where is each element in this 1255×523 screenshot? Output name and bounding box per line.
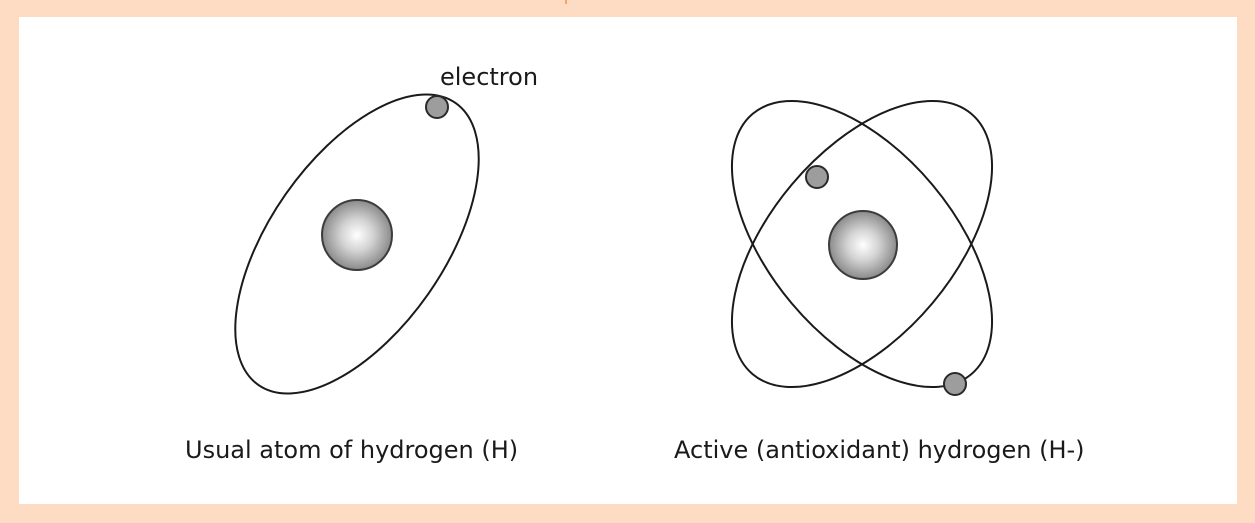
electron-label: electron (440, 63, 538, 91)
nucleus (322, 200, 392, 270)
usual-hydrogen-atom (187, 53, 527, 435)
electron-upper (806, 166, 828, 188)
active-hydrogen-atom (682, 55, 1042, 434)
caption-usual-hydrogen: Usual atom of hydrogen (H) (185, 436, 518, 464)
nucleus (829, 211, 897, 279)
electron (426, 96, 448, 118)
caption-active-hydrogen: Active (antioxidant) hydrogen (H-) (674, 436, 1085, 464)
electron-lower (944, 373, 966, 395)
